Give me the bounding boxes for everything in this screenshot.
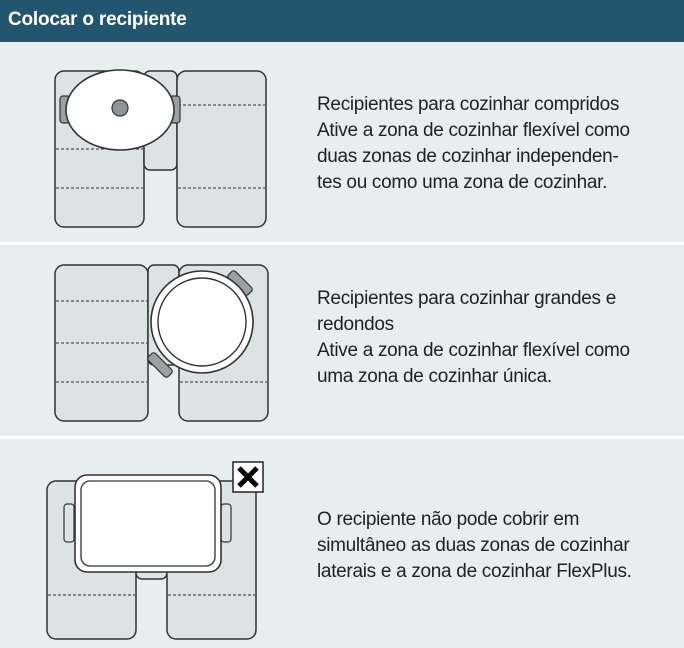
row-divider: [0, 242, 684, 245]
description-line: Ative a zona de cozinhar flexível como: [317, 340, 630, 361]
table-row-rectangular-pan: O recipiente não pode cobrir em simultân…: [0, 439, 684, 648]
description-line: laterais e a zona de cozinhar FlexPlus.: [317, 561, 632, 582]
header-title: Colocar o recipiente: [8, 9, 187, 30]
row-description: Recipientes para cozinhar grandes e redo…: [317, 286, 684, 390]
description-line: Ative a zona de cozinhar flexível como: [317, 120, 630, 141]
row-description: Recipientes para cozinhar compridos Ativ…: [317, 92, 684, 196]
row-description: O recipiente não pode cobrir em simultân…: [317, 507, 684, 585]
description-line: uma zona de cozinhar única.: [317, 366, 552, 387]
x-mark-icon: [232, 461, 264, 493]
description-line: duas zonas de cozinhar independen-: [317, 146, 619, 167]
table-row-elongated-pot: Recipientes para cozinhar compridos Ativ…: [0, 42, 684, 242]
round-pot-illustration: [54, 264, 269, 422]
description-line: Recipientes para cozinhar grandes e: [317, 288, 616, 309]
description-line: Recipientes para cozinhar compridos: [317, 94, 620, 115]
row-divider: [0, 436, 684, 439]
rectangular-pan-illustration: [46, 474, 257, 640]
elongated-pot-illustration: [54, 69, 267, 228]
description-line: redondos: [317, 314, 394, 335]
description-line: simultâneo as duas zonas de cozinhar: [317, 535, 630, 556]
table-header: Colocar o recipiente: [0, 0, 684, 42]
description-line: tes ou como uma zona de cozinhar.: [317, 172, 608, 193]
table-row-round-pot: Recipientes para cozinhar grandes e redo…: [0, 245, 684, 436]
description-line: O recipiente não pode cobrir em: [317, 509, 580, 530]
